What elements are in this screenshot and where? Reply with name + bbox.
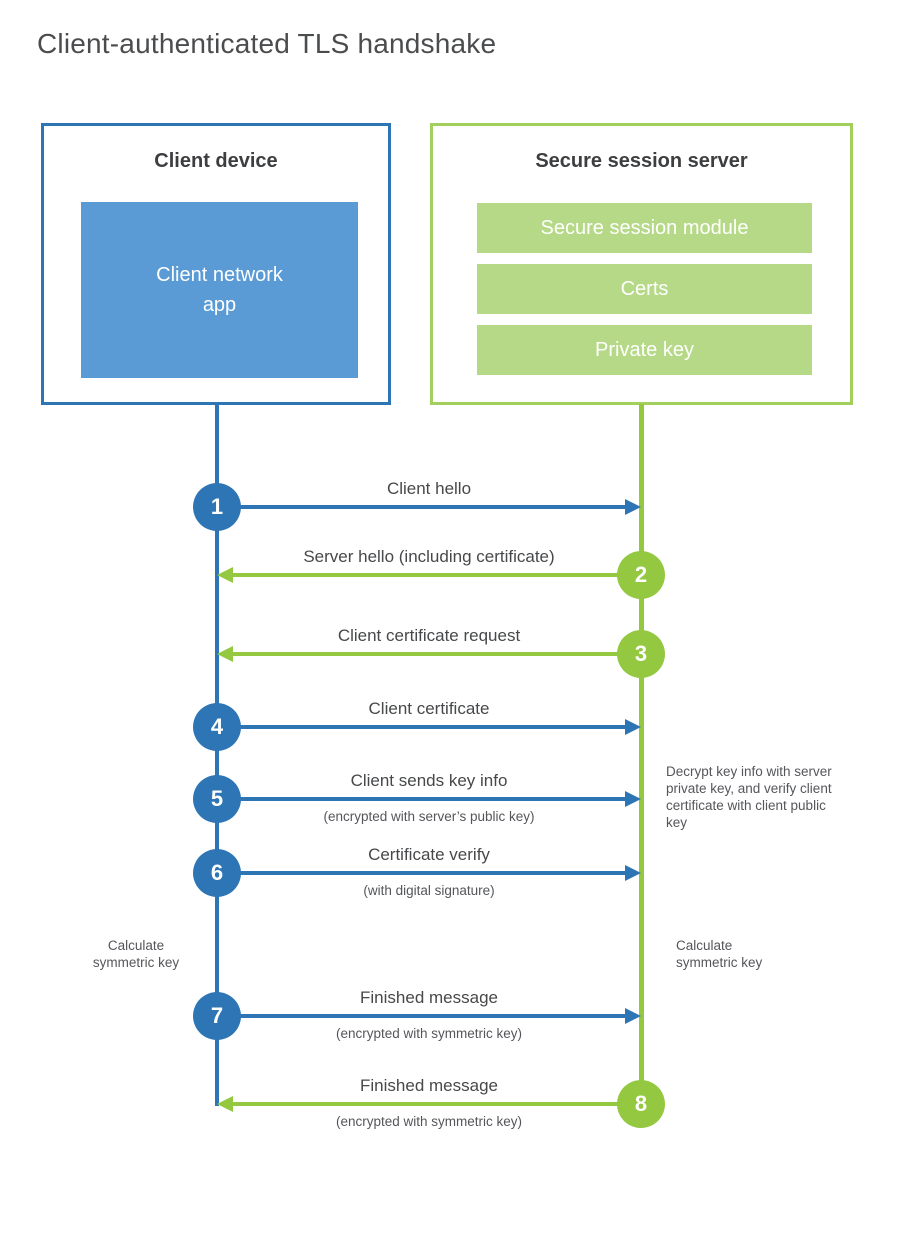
arrow-client-certificate-request xyxy=(217,646,641,662)
step-circle-3: 3 xyxy=(617,630,665,678)
message-label-8: Finished message xyxy=(360,1076,498,1095)
arrow-shaft xyxy=(229,1102,641,1106)
module-bar-private-key: Private key xyxy=(477,325,812,375)
message-label-2: Server hello (including certificate) xyxy=(303,547,555,566)
message-sub-8: (encrypted with symmetric key) xyxy=(335,1114,523,1129)
arrow-shaft xyxy=(217,505,629,509)
arrowhead-left-icon xyxy=(217,567,233,583)
arrow-client-hello xyxy=(217,499,641,515)
arrow-client-certificate xyxy=(217,719,641,735)
arrow-shaft xyxy=(229,652,641,656)
step-circle-1: 1 xyxy=(193,483,241,531)
message-label-3: Client certificate request xyxy=(337,626,521,645)
arrow-finished-message-server xyxy=(217,1096,641,1112)
message-sub-5: (encrypted with server’s public key) xyxy=(323,809,535,824)
secure-session-server-title: Secure session server xyxy=(535,150,748,172)
message-label-6: Certificate verify xyxy=(368,845,490,864)
message-label-4: Client certificate xyxy=(368,699,490,718)
arrowhead-right-icon xyxy=(625,1008,641,1024)
client-device-box: Client device Client network app xyxy=(41,123,391,405)
arrowhead-right-icon xyxy=(625,865,641,881)
arrowhead-right-icon xyxy=(625,719,641,735)
secure-session-server-box: Secure session server Secure session mod… xyxy=(430,123,853,405)
arrow-finished-message-client xyxy=(217,1008,641,1024)
arrow-shaft xyxy=(217,725,629,729)
note-calculate-symmetric-key-client: Calculate symmetric key xyxy=(92,938,180,970)
step-circle-6: 6 xyxy=(193,849,241,897)
message-label-5: Client sends key info xyxy=(350,771,508,790)
step-circle-7: 7 xyxy=(193,992,241,1040)
arrowhead-left-icon xyxy=(217,646,233,662)
step-circle-5: 5 xyxy=(193,775,241,823)
message-sub-7: (encrypted with symmetric key) xyxy=(335,1026,523,1041)
arrow-shaft xyxy=(217,1014,629,1018)
client-network-app-box: Client network app xyxy=(81,202,358,378)
arrow-shaft xyxy=(217,871,629,875)
arrow-shaft xyxy=(229,573,641,577)
server-lifeline xyxy=(639,404,644,1104)
message-sub-6: (with digital signature) xyxy=(363,883,495,898)
module-bar-certs: Certs xyxy=(477,264,812,314)
message-label-7: Finished message xyxy=(360,988,498,1007)
arrowhead-right-icon xyxy=(625,791,641,807)
step-circle-2: 2 xyxy=(617,551,665,599)
step-circle-4: 4 xyxy=(193,703,241,751)
note-decrypt-key-info: Decrypt key info with server private key… xyxy=(666,764,832,830)
arrowhead-left-icon xyxy=(217,1096,233,1112)
arrow-certificate-verify xyxy=(217,865,641,881)
note-calculate-symmetric-key-server: Calculate symmetric key xyxy=(676,938,763,970)
arrow-shaft xyxy=(217,797,629,801)
client-device-title: Client device xyxy=(154,150,278,172)
arrowhead-right-icon xyxy=(625,499,641,515)
message-label-1: Client hello xyxy=(386,479,472,498)
module-bar-secure-session-module: Secure session module xyxy=(477,203,812,253)
client-lifeline xyxy=(215,404,219,1106)
step-circle-8: 8 xyxy=(617,1080,665,1128)
arrow-server-hello xyxy=(217,567,641,583)
page-title: Client-authenticated TLS handshake xyxy=(37,28,497,59)
arrow-client-sends-key-info xyxy=(217,791,641,807)
